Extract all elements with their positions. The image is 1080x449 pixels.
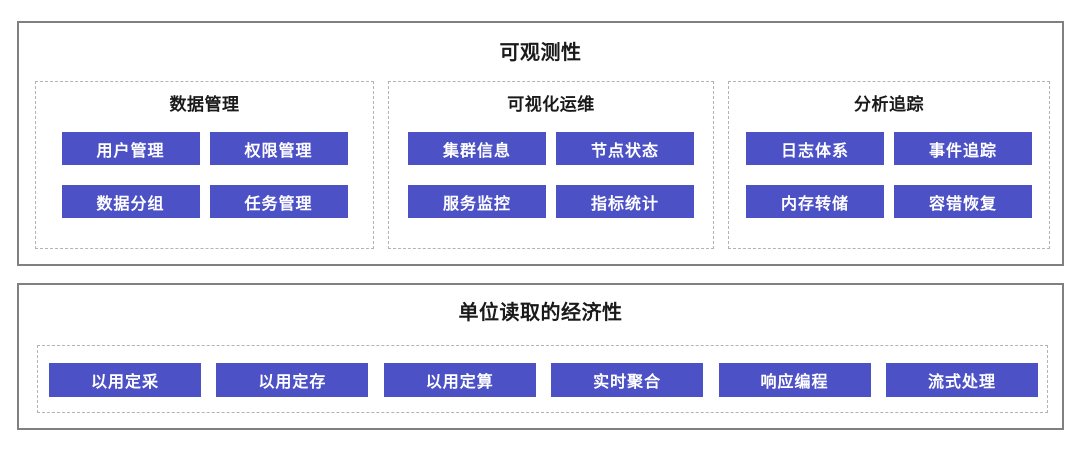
group-data-management: 数据管理 用户管理 权限管理 数据分组 任务管理 [35,81,374,249]
chip-user-management[interactable]: 用户管理 [61,132,200,165]
chip-reactive-programming[interactable]: 响应编程 [718,363,871,397]
chip-fault-tolerance-recovery[interactable]: 容错恢复 [894,185,1032,218]
panel-observability: 可观测性 数据管理 用户管理 权限管理 数据分组 任务管理 可视化运维 集群信息… [17,21,1064,266]
group-analysis-trace: 分析追踪 日志体系 事件追踪 内存转储 容错恢复 [728,81,1050,249]
group-visual-ops-title: 可视化运维 [507,95,595,114]
panel-economy: 单位读取的经济性 以用定采 以用定存 以用定算 实时聚合 响应编程 流式处理 [17,283,1064,430]
chip-data-grouping[interactable]: 数据分组 [61,185,200,218]
chip-event-tracing[interactable]: 事件追踪 [894,132,1032,165]
chip-row: 服务监控 指标统计 [389,185,713,218]
chip-collect-on-demand[interactable]: 以用定采 [49,363,201,397]
chip-row: 内存转储 容错恢复 [729,185,1049,218]
chip-memory-dump[interactable]: 内存转储 [746,185,884,218]
group-economy-items: 以用定采 以用定存 以用定算 实时聚合 响应编程 流式处理 [37,345,1048,413]
chip-cluster-info[interactable]: 集群信息 [408,132,546,165]
chip-node-status[interactable]: 节点状态 [556,132,694,165]
chip-permission-management[interactable]: 权限管理 [209,132,348,165]
chip-task-management[interactable]: 任务管理 [209,185,348,218]
panel-economy-title: 单位读取的经济性 [458,302,623,324]
chip-row: 集群信息 节点状态 [389,132,713,165]
chip-row: 数据分组 任务管理 [36,185,373,218]
panel-observability-title: 可观测性 [499,42,582,64]
chip-store-on-demand[interactable]: 以用定存 [216,363,369,397]
chip-stream-processing[interactable]: 流式处理 [885,363,1038,397]
chip-realtime-aggregation[interactable]: 实时聚合 [551,363,704,397]
chip-row: 用户管理 权限管理 [36,132,373,165]
group-data-management-title: 数据管理 [169,95,240,114]
chip-log-system[interactable]: 日志体系 [746,132,884,165]
chip-metrics-statistics[interactable]: 指标统计 [556,185,694,218]
chip-service-monitoring[interactable]: 服务监控 [408,185,546,218]
chip-compute-on-demand[interactable]: 以用定算 [383,363,536,397]
chip-row: 日志体系 事件追踪 [729,132,1049,165]
group-visual-ops: 可视化运维 集群信息 节点状态 服务监控 指标统计 [388,81,714,249]
group-analysis-trace-title: 分析追踪 [854,95,924,114]
chip-row: 以用定采 以用定存 以用定算 实时聚合 响应编程 流式处理 [49,363,1038,397]
